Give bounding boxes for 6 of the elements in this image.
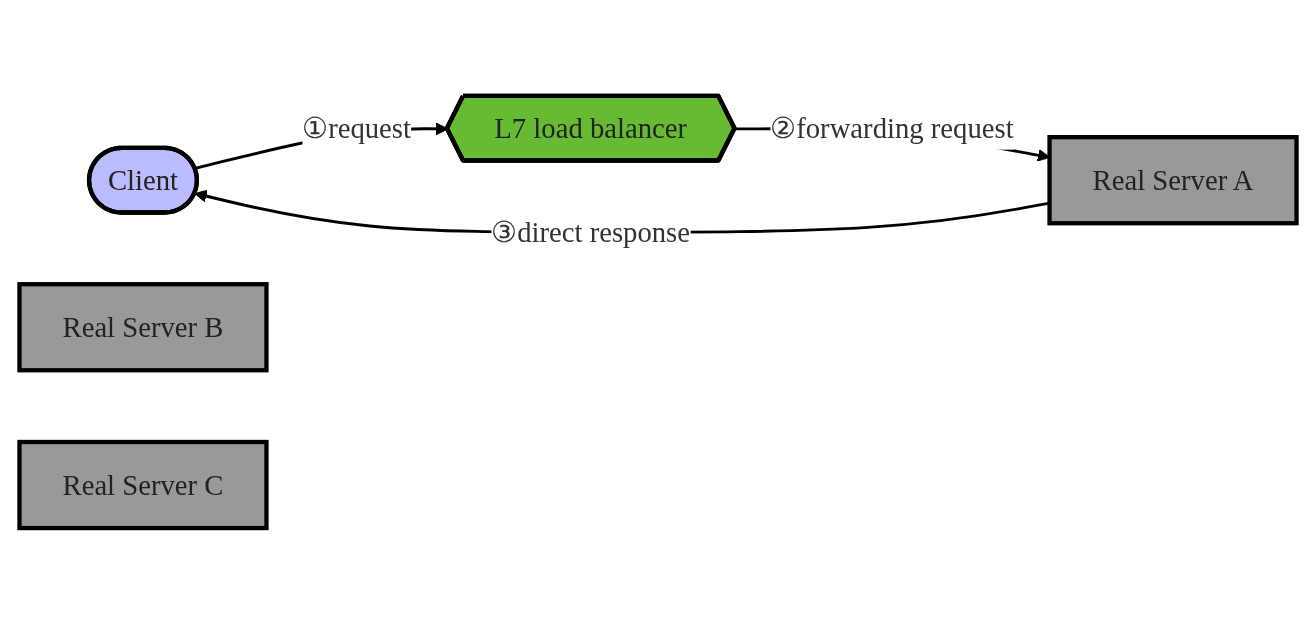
edge-label: ③direct response bbox=[490, 215, 690, 248]
node-box: Real Server B bbox=[16, 281, 269, 372]
edge-label: ①request bbox=[301, 111, 411, 144]
node-box: Real Server A bbox=[1046, 134, 1299, 225]
edge-label: ②forwarding request bbox=[769, 111, 1014, 144]
node-box: Real Server C bbox=[16, 439, 269, 530]
